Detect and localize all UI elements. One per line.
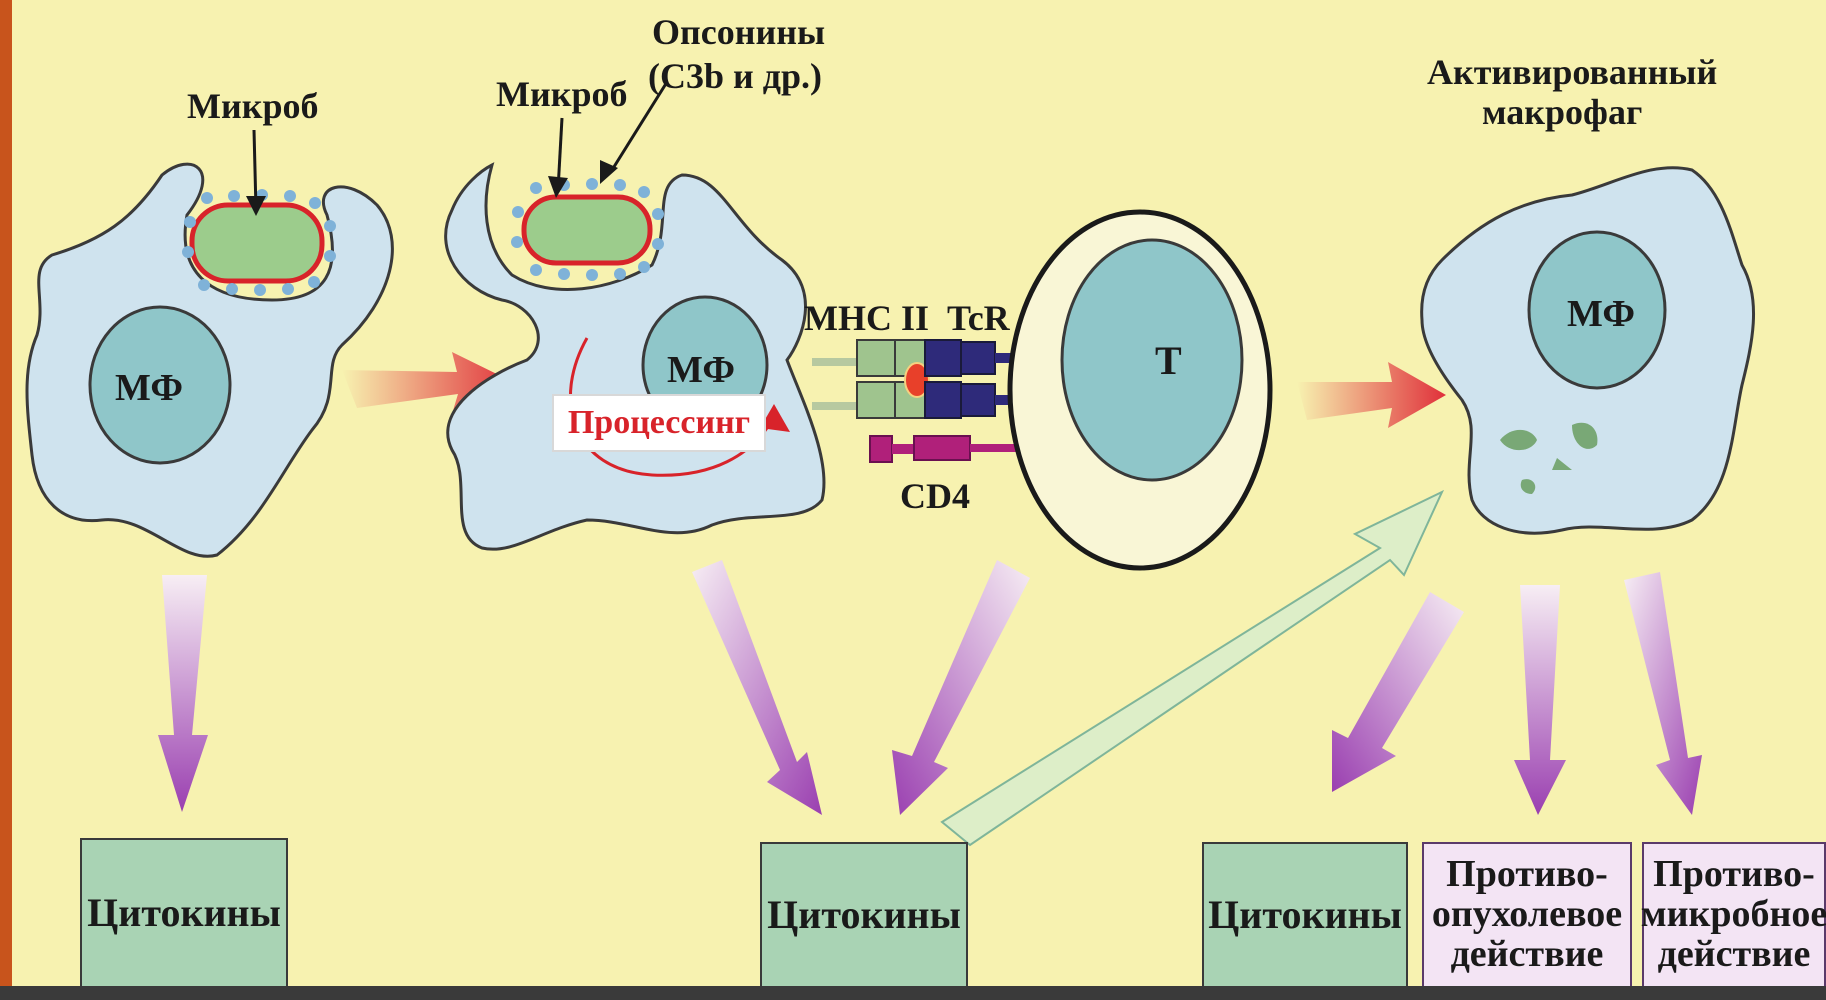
microbe-label-1: Микроб xyxy=(187,86,318,126)
activated-macrophage-label-line2: макрофаг xyxy=(1482,92,1642,132)
diagram-canvas: Микроб МФ Микроб Опсонины (С3b и др.) МФ xyxy=(12,0,1826,986)
purple-arrow-antitumor xyxy=(1514,585,1566,815)
mhc-label: MHC II xyxy=(804,298,929,338)
mhc-block xyxy=(857,340,895,376)
nucleus-label-2: МФ xyxy=(667,349,735,391)
antitumor-action-box: Противо- опухолевое действие xyxy=(1422,842,1632,986)
purple-arrow-cell2 xyxy=(692,560,822,815)
purple-arrow-tcell xyxy=(892,560,1030,815)
cytokines-box-1: Цитокины xyxy=(80,838,288,986)
nucleus-label-1: МФ xyxy=(115,367,183,409)
cytokines-box-2: Цитокины xyxy=(760,842,968,986)
cytokines-box-3: Цитокины xyxy=(1202,842,1408,986)
mhc-tcr-complex xyxy=(812,340,1037,462)
activated-macrophage-cell xyxy=(1422,168,1754,533)
tcr-block xyxy=(925,340,961,376)
opsonins-label-line2: (С3b и др.) xyxy=(648,56,822,96)
processing-label: Процессинг xyxy=(552,394,766,452)
tcr-label: TcR xyxy=(947,298,1011,338)
macrophage-cell-2 xyxy=(446,82,824,549)
t-cell xyxy=(1010,212,1270,568)
t-cell-label: Т xyxy=(1155,338,1182,383)
purple-arrow-antimicrobial xyxy=(1624,572,1702,815)
purple-arrow-activated-cytokines xyxy=(1332,592,1464,792)
antimicrobial-action-box: Противо- микробное действие xyxy=(1642,842,1826,986)
arrow-red-2 xyxy=(1297,362,1446,428)
macrophage-cell-1 xyxy=(27,130,392,556)
cd4-molecule xyxy=(870,436,1036,462)
microbe-2 xyxy=(511,178,664,281)
nucleus-label-3: МФ xyxy=(1567,293,1635,335)
activated-macrophage-label-line1: Активированный xyxy=(1427,52,1717,92)
microbe-label-2: Микроб xyxy=(496,74,627,114)
opsonins-label-line1: Опсонины xyxy=(652,12,825,52)
t-cell-nucleus xyxy=(1062,240,1242,480)
bottom-frame-bar xyxy=(0,986,1826,1000)
purple-arrow-cell1 xyxy=(158,575,208,812)
cd4-label: CD4 xyxy=(900,476,970,516)
